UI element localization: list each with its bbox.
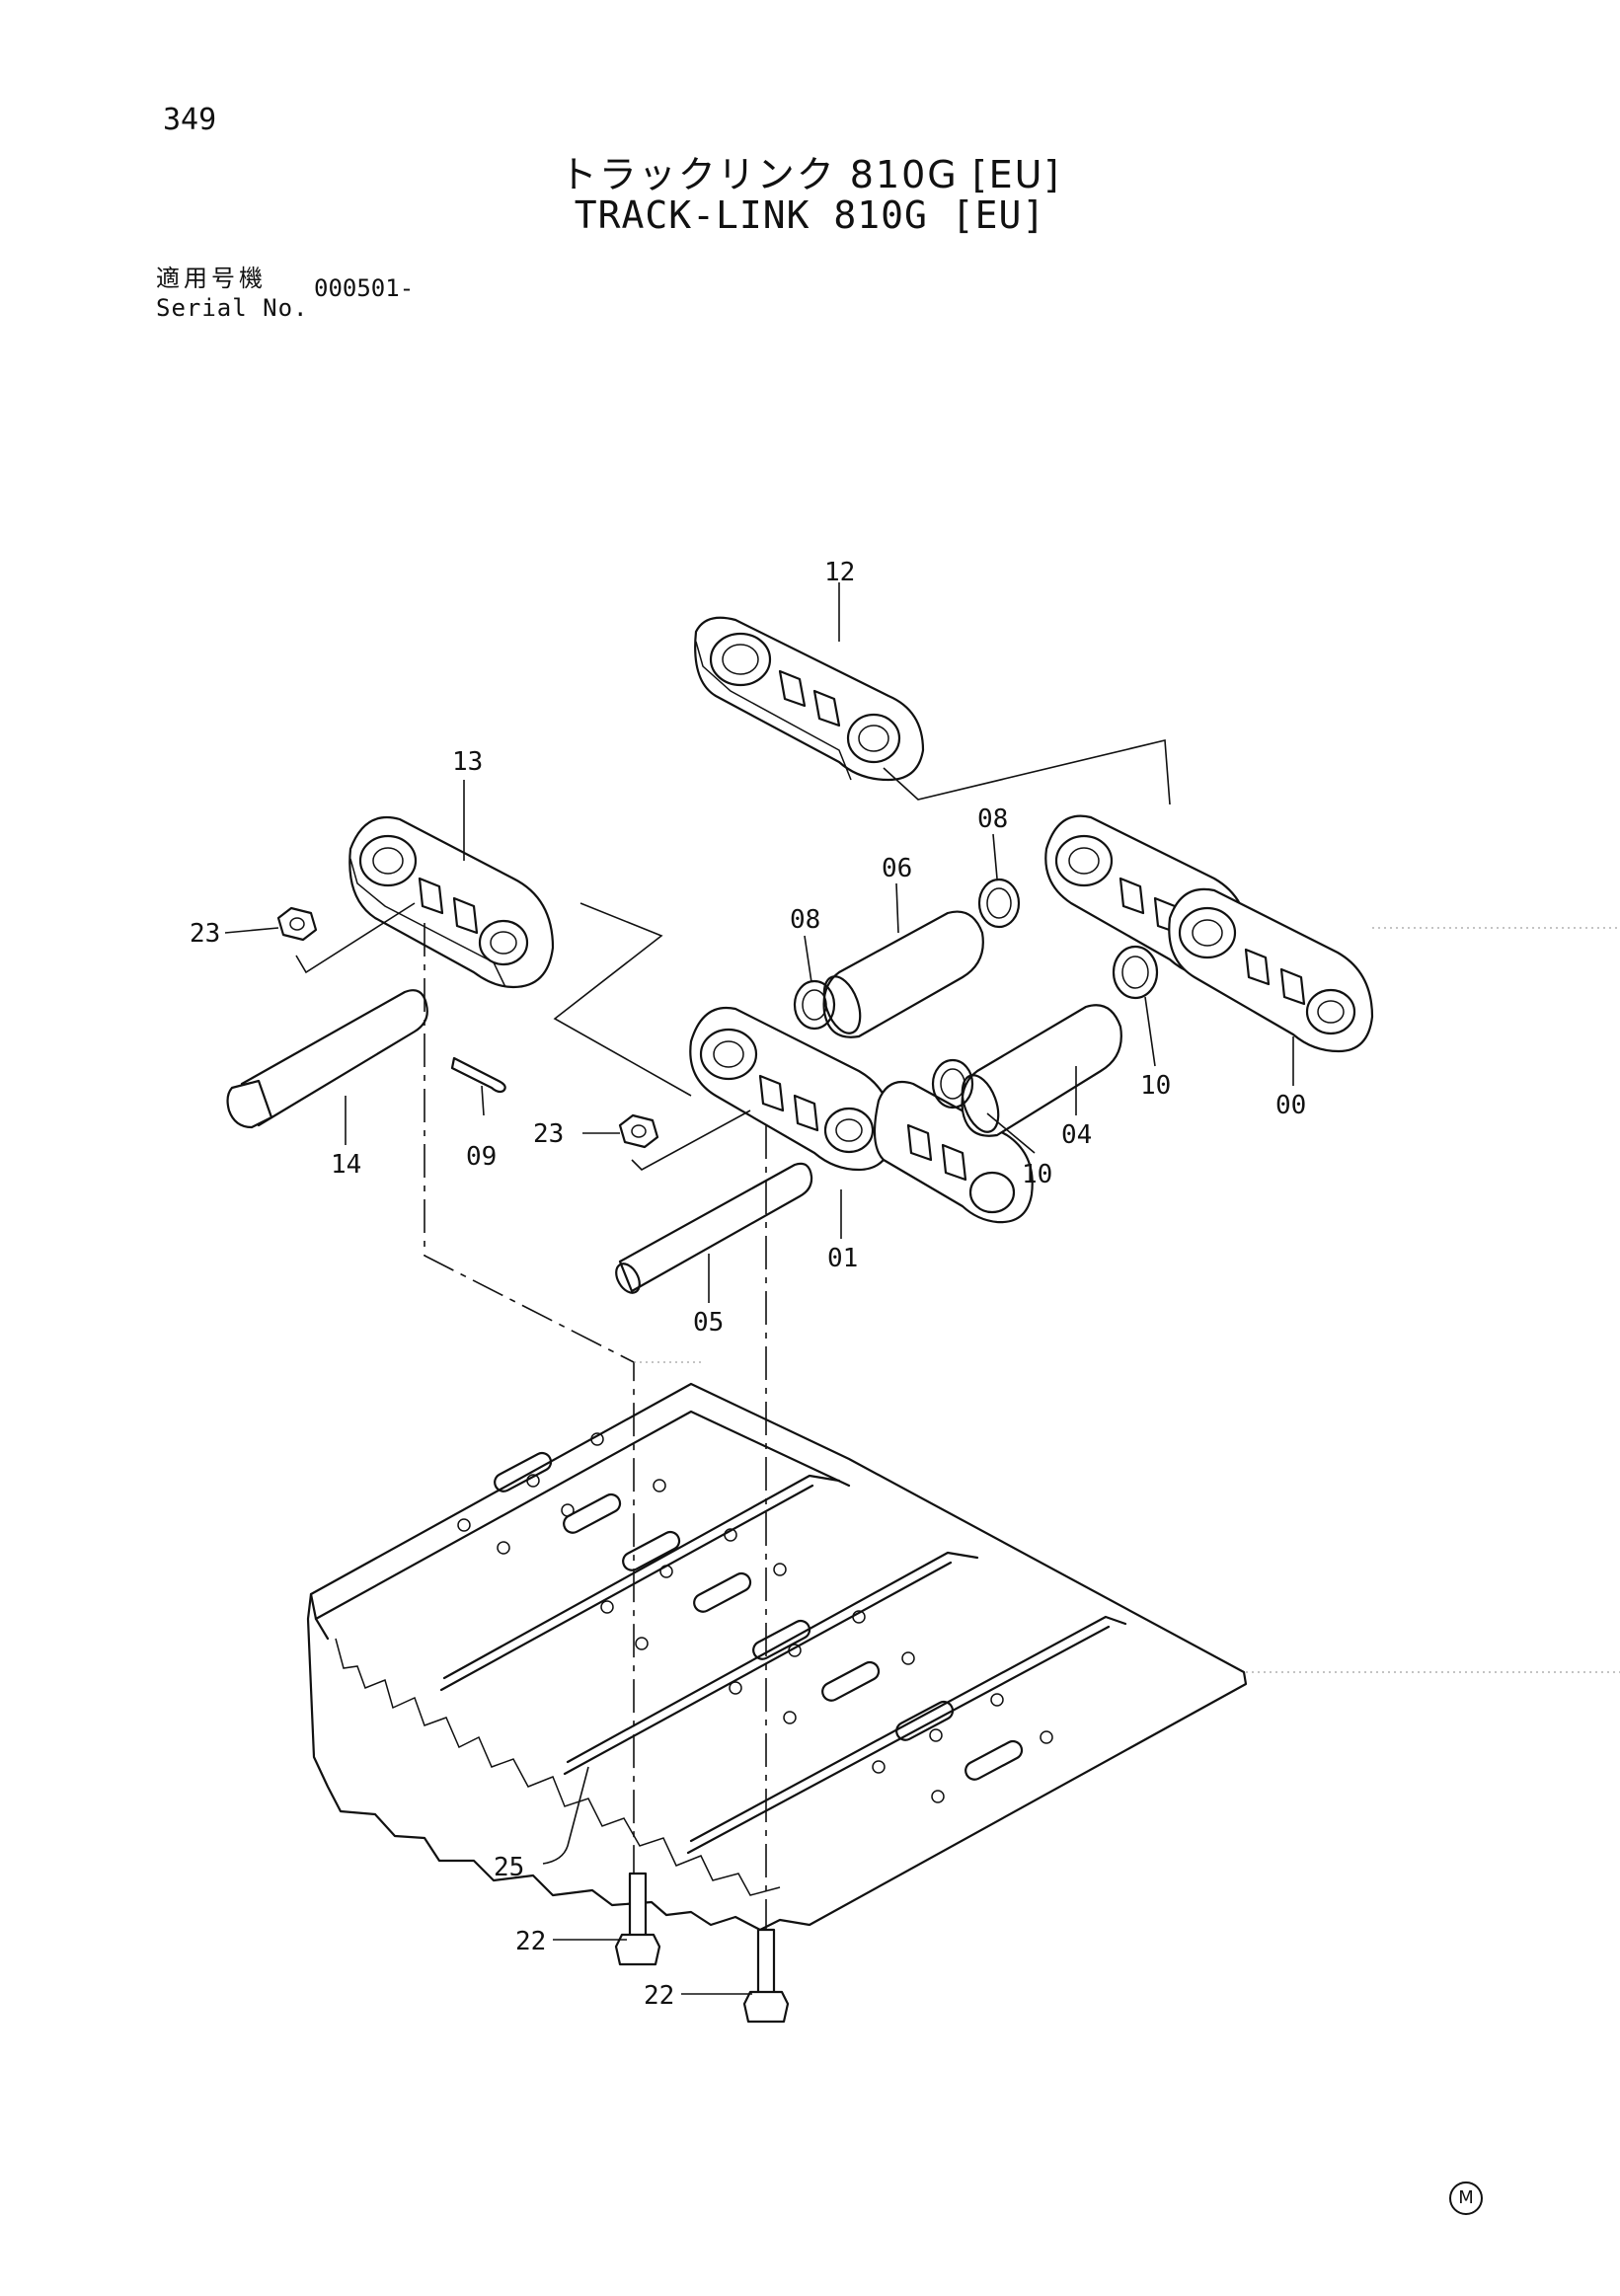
- callout-22-right: 22: [644, 1981, 674, 2011]
- callout-10-left: 10: [1022, 1160, 1052, 1189]
- page-number: 349: [163, 103, 217, 137]
- callout-05: 05: [693, 1308, 724, 1338]
- seal-08-upper: [977, 878, 1021, 929]
- bolt-22-right: [742, 1928, 790, 2024]
- callout-09: 09: [466, 1142, 497, 1172]
- title-english: TRACK-LINK 810G [EU]: [574, 193, 1046, 237]
- callout-23-left: 23: [190, 919, 220, 949]
- bushing-06: [822, 910, 984, 1038]
- master-pin-14: [226, 989, 428, 1129]
- callout-08-lower: 08: [790, 905, 820, 935]
- nut-23-left: [276, 906, 318, 942]
- seal-08-lower: [793, 979, 836, 1031]
- bushing-04: [961, 1004, 1122, 1137]
- callout-23-middle: 23: [533, 1119, 564, 1149]
- callout-14: 14: [331, 1150, 361, 1180]
- seal-10-left: [931, 1058, 974, 1110]
- callout-00: 00: [1275, 1091, 1306, 1120]
- callout-25: 25: [494, 1853, 524, 1882]
- cotter-pin-09: [450, 1056, 506, 1094]
- track-link-01: [689, 1006, 1034, 1224]
- callout-12: 12: [824, 558, 855, 587]
- title-japanese: トラックリンク 810G [EU]: [559, 153, 1061, 196]
- serial-label-english: Serial No.: [156, 294, 309, 322]
- callout-22-left: 22: [515, 1927, 546, 1956]
- callout-08-upper: 08: [977, 804, 1008, 834]
- callout-06: 06: [882, 854, 912, 883]
- serial-number-value: 000501-: [314, 274, 415, 302]
- callout-10-right: 10: [1140, 1071, 1171, 1101]
- track-link-13: [348, 815, 555, 989]
- bolt-22-left: [614, 1872, 661, 1966]
- nut-23-middle: [618, 1113, 659, 1149]
- track-link-12: [694, 616, 925, 782]
- track-shoe-assembly: [306, 1382, 1248, 1932]
- track-link-00: [1044, 814, 1374, 1053]
- seal-10-right: [1112, 945, 1159, 1000]
- pin-05: [615, 1162, 813, 1294]
- m-mark-symbol: M: [1449, 2181, 1483, 2215]
- callout-01: 01: [827, 1244, 858, 1273]
- serial-label-japanese: 適用号機: [156, 265, 267, 292]
- callout-13: 13: [452, 747, 483, 777]
- callout-04: 04: [1061, 1120, 1092, 1150]
